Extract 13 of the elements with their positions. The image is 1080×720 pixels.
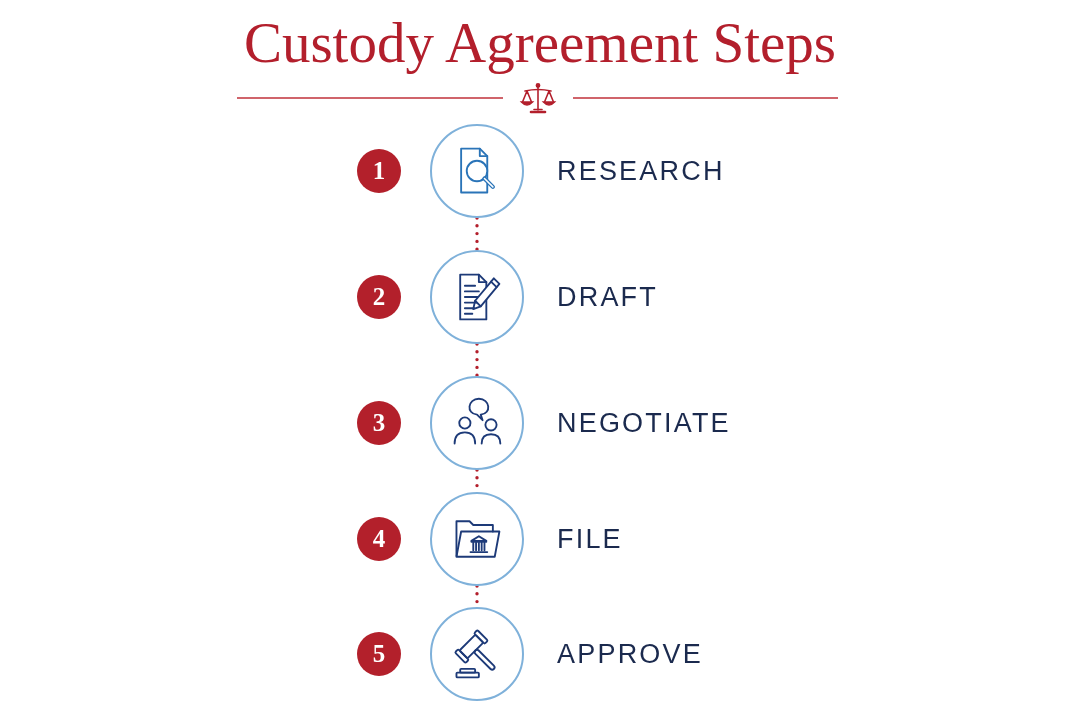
step-label: NEGOTIATE xyxy=(557,407,731,439)
step-number: 5 xyxy=(357,632,401,676)
step-label: RESEARCH xyxy=(557,155,725,187)
title: Custody Agreement Steps xyxy=(242,10,838,76)
step-label: DRAFT xyxy=(557,281,658,313)
dotted-connector xyxy=(475,342,479,378)
step-label: APPROVE xyxy=(557,638,703,670)
step-label: FILE xyxy=(557,523,623,555)
step-number: 2 xyxy=(357,275,401,319)
step-number: 3 xyxy=(357,401,401,445)
step-number: 4 xyxy=(357,517,401,561)
step-number: 1 xyxy=(357,149,401,193)
dotted-connector xyxy=(475,216,479,252)
